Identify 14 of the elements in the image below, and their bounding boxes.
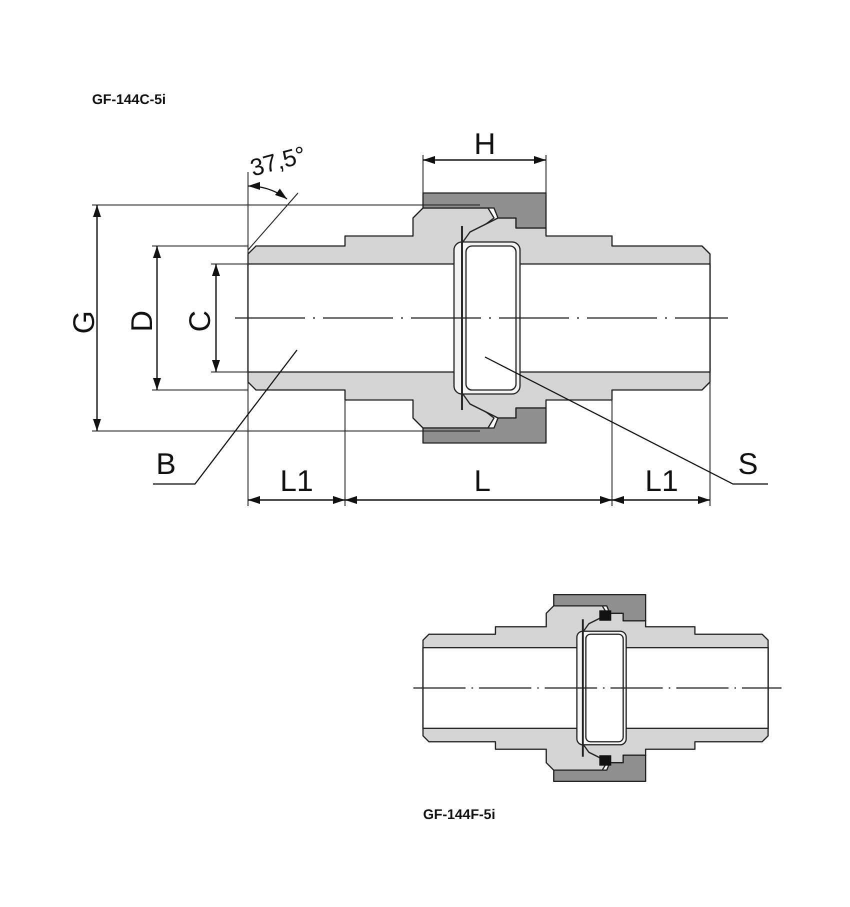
dimension-label: D xyxy=(128,310,158,332)
dimension-label: H xyxy=(474,130,496,160)
leader-line xyxy=(484,356,768,485)
dimension-label: L1 xyxy=(645,467,678,497)
dimension-label: L1 xyxy=(280,467,314,497)
dimension-label: L xyxy=(474,467,491,497)
dimension-label: C xyxy=(186,310,216,332)
model-number: GF-144F-5i xyxy=(423,807,496,821)
angle-label: 37,5° xyxy=(248,143,309,182)
callout-letter: B xyxy=(156,450,176,480)
dimension-label: G xyxy=(70,310,100,334)
callout-letter: S xyxy=(738,450,758,480)
model-number: GF-144C-5i xyxy=(92,92,166,106)
leader-line xyxy=(153,350,298,485)
